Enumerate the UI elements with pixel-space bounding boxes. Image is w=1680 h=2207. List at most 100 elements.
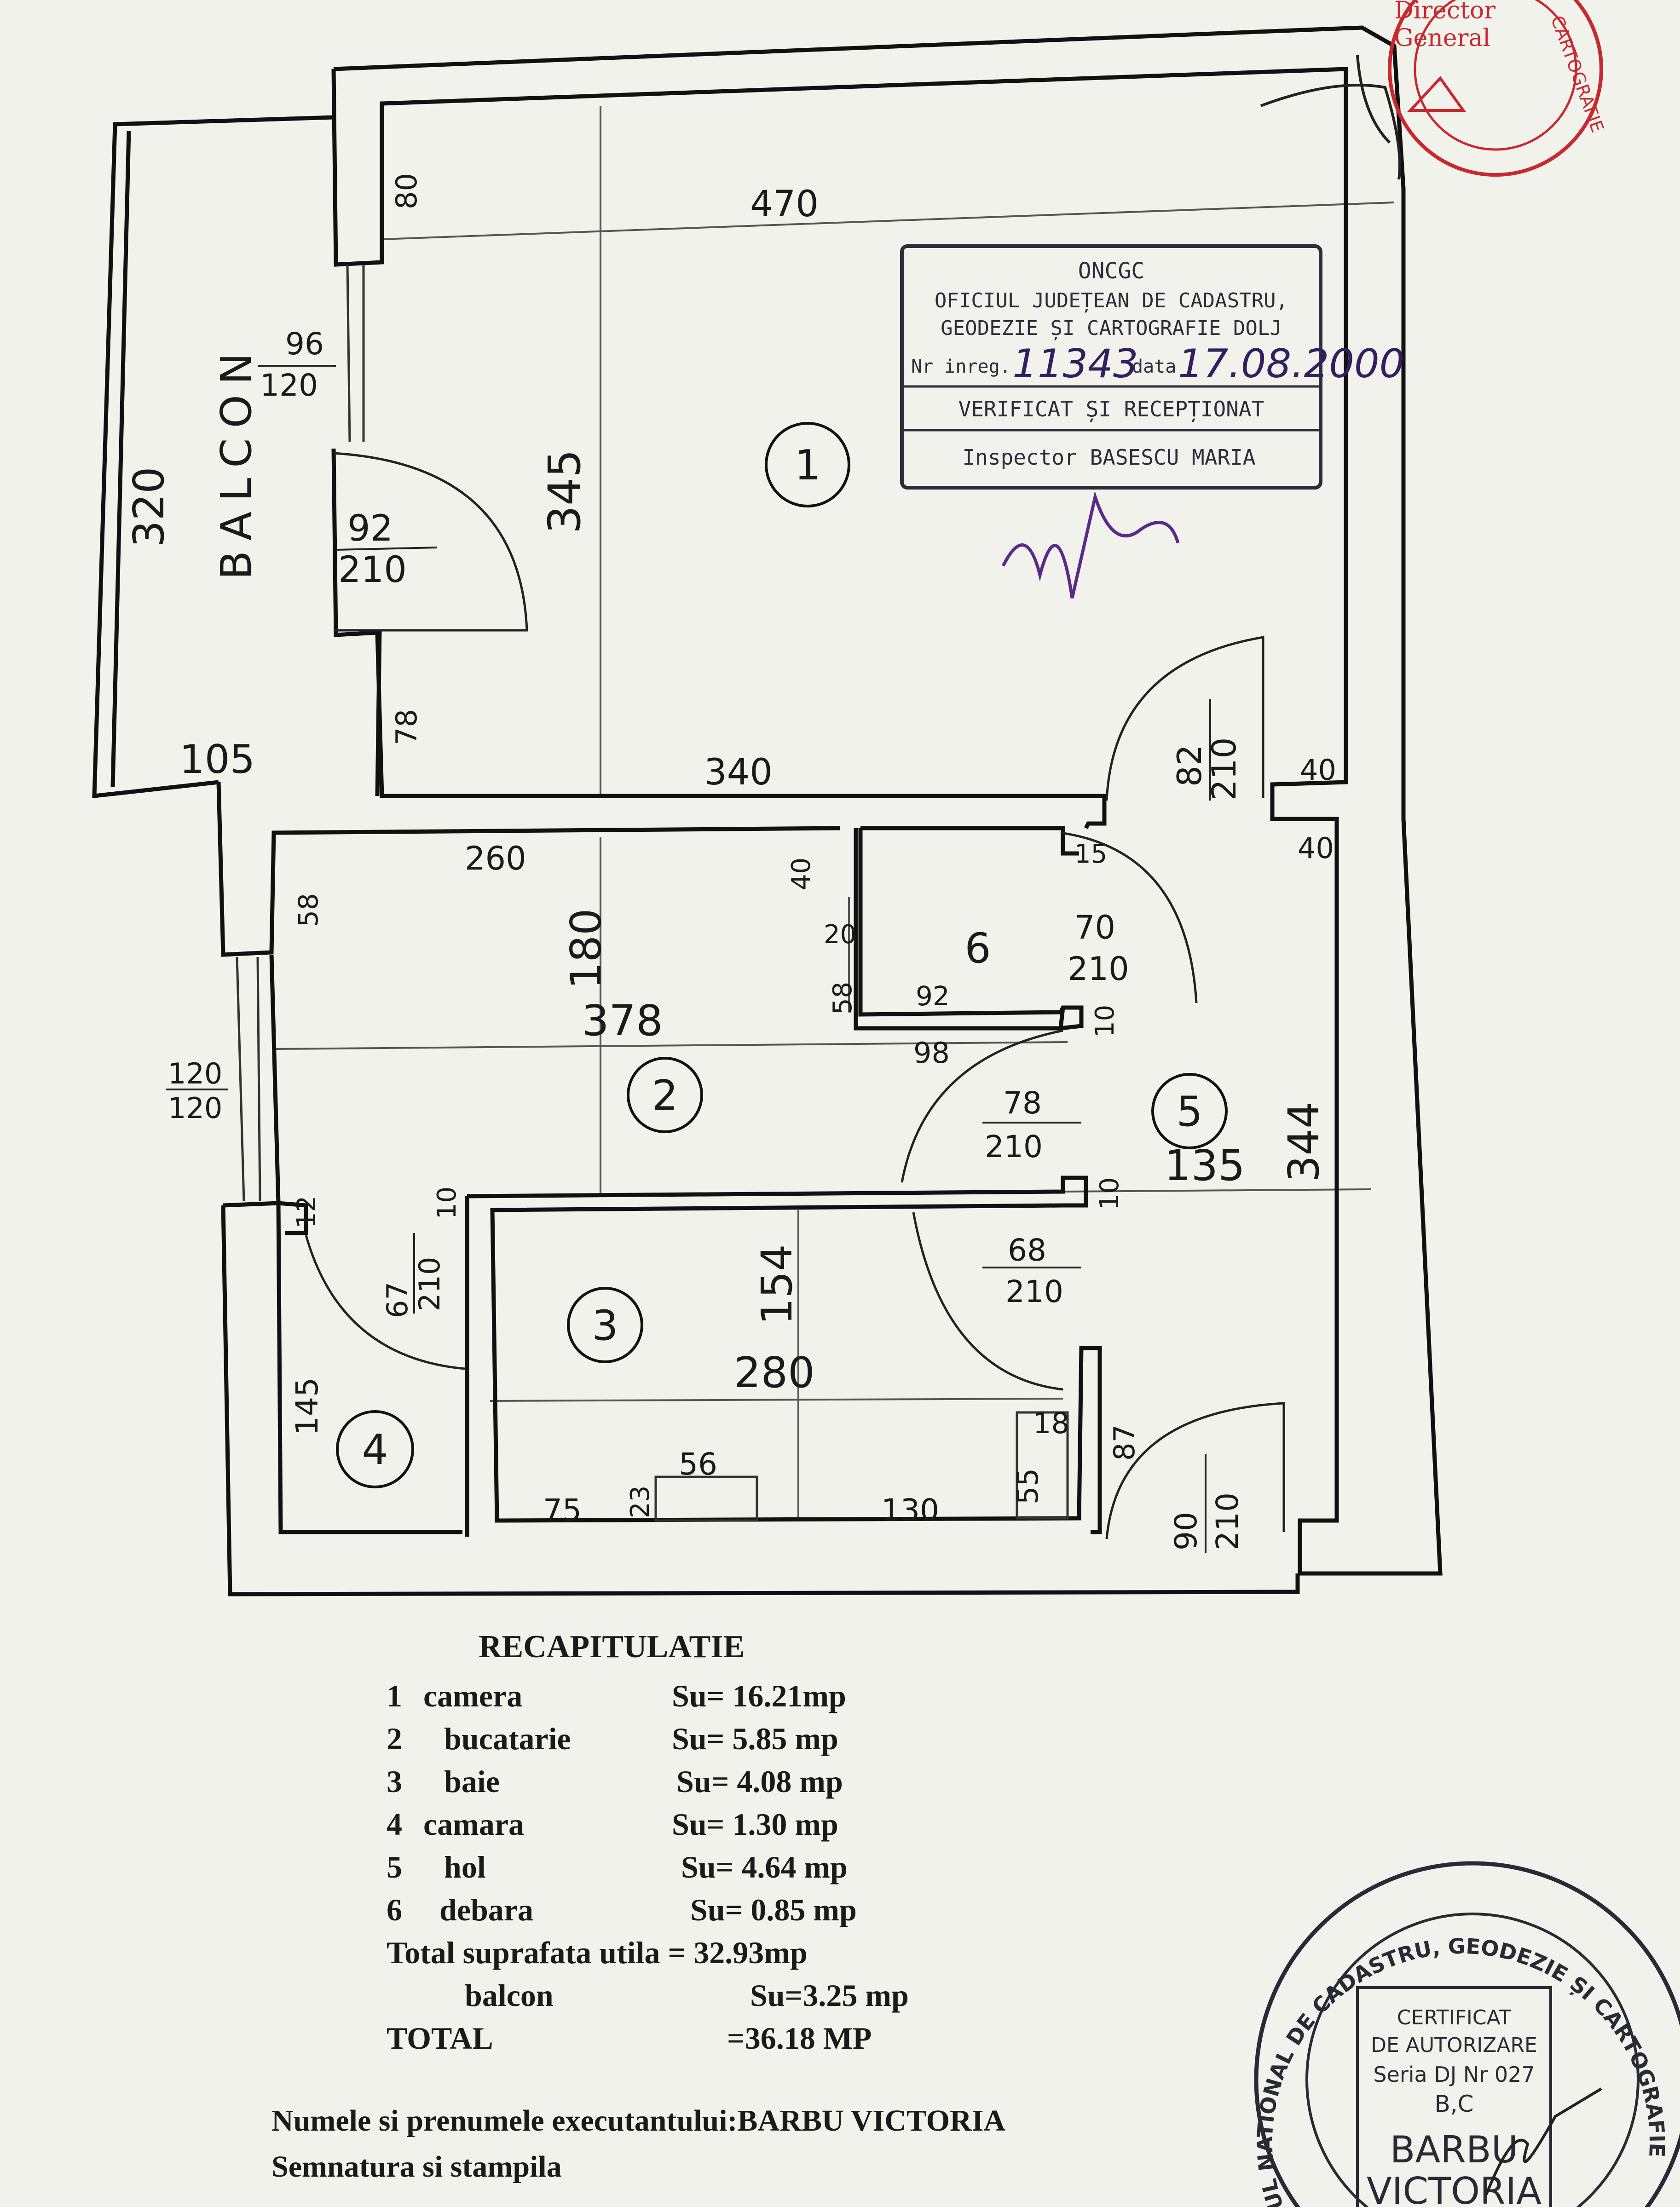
dim-210g: 210 xyxy=(1210,1492,1245,1550)
dim-78b: 78 xyxy=(1003,1085,1042,1121)
recap-balcon-row: balcon Su=3.25 mp xyxy=(387,1974,1077,2017)
dim-23: 23 xyxy=(625,1486,655,1518)
balcon-label: BALCON xyxy=(212,343,261,580)
dim-98: 98 xyxy=(913,1036,950,1070)
room-6-label: 6 xyxy=(964,924,991,973)
recap-name: camara xyxy=(423,1807,525,1842)
room-5-label: 5 xyxy=(1176,1088,1202,1136)
director-line1: Director xyxy=(1394,0,1495,24)
dim-58b: 58 xyxy=(293,893,324,927)
dim-120a: 120 xyxy=(260,368,318,403)
executant-signature xyxy=(1485,2087,1602,2195)
recap-num: 6 xyxy=(387,1892,402,1927)
dim-344: 344 xyxy=(1279,1101,1328,1182)
dim-75: 75 xyxy=(543,1492,582,1528)
dim-320: 320 xyxy=(124,467,173,547)
dim-67: 67 xyxy=(381,1282,414,1318)
dim-120b: 120 xyxy=(168,1057,222,1090)
ocpi-nr-value: 11343 xyxy=(1012,341,1138,387)
dim-154: 154 xyxy=(752,1244,802,1325)
dim-12: 12 xyxy=(292,1196,322,1228)
dim-378: 378 xyxy=(582,996,663,1045)
ocpi-date-value: 17.08.2000 xyxy=(1178,341,1404,387)
dim-210b: 210 xyxy=(1205,738,1243,801)
recap-row: 1 camera Su= 16.21mp xyxy=(387,1675,1077,1717)
auth-cert2: DE AUTORIZARE xyxy=(1371,2034,1537,2057)
director-signature xyxy=(1260,55,1401,180)
recap-name: camera xyxy=(423,1678,523,1713)
footer: Numele si prenumele executantului:BARBU … xyxy=(271,2098,1005,2190)
dim-40c: 40 xyxy=(786,858,816,890)
dim-96: 96 xyxy=(285,326,324,362)
recap-title: RECAPITULATIE xyxy=(479,1629,745,1665)
recap-row: 6 debara Su= 0.85 mp xyxy=(387,1889,1077,1931)
auth-cert1: CERTIFICAT xyxy=(1397,2006,1511,2029)
director-line2: General xyxy=(1394,24,1490,52)
dim-210a: 210 xyxy=(338,549,407,591)
recap-num: 4 xyxy=(387,1807,402,1842)
recap-balcon-area: Su=3.25 mp xyxy=(750,1978,909,2013)
auth-name1: BARBU xyxy=(1390,2128,1518,2171)
recap-area: Su= 4.64 mp xyxy=(681,1850,848,1884)
room-1-label: 1 xyxy=(794,441,820,490)
dim-210c: 210 xyxy=(1068,950,1129,988)
signature-label: Semnatura si stampila xyxy=(271,2150,562,2184)
dim-120c: 120 xyxy=(168,1091,222,1125)
dim-10b: 10 xyxy=(432,1187,462,1219)
dim-80: 80 xyxy=(390,173,423,209)
dim-70: 70 xyxy=(1074,909,1115,946)
ocpi-inspector: Inspector BASESCU MARIA xyxy=(963,445,1256,470)
dim-40a: 40 xyxy=(1300,753,1336,787)
dim-130: 130 xyxy=(881,1492,939,1528)
recap-name: bucatarie xyxy=(444,1721,571,1756)
recap-num: 3 xyxy=(387,1764,402,1799)
recap-name: debara xyxy=(439,1892,533,1927)
recap-area: Su= 5.85 mp xyxy=(672,1721,838,1756)
recap-name: hol xyxy=(444,1850,486,1884)
director-arc: CARTOGRAFIE xyxy=(1547,13,1608,135)
room-2-label: 2 xyxy=(652,1072,678,1120)
recap-total-util: Total suprafata utila = 32.93mp xyxy=(387,1935,808,1970)
dim-92b: 92 xyxy=(916,980,950,1012)
dim-180: 180 xyxy=(561,908,611,989)
recap-area: Su= 1.30 mp xyxy=(672,1807,838,1842)
dim-68: 68 xyxy=(1008,1233,1046,1268)
dim-10a: 10 xyxy=(1090,1005,1120,1037)
dim-18: 18 xyxy=(1033,1406,1069,1440)
recap-total-row: TOTAL=36.18 MP xyxy=(387,2017,1077,2060)
recap-area: Su= 16.21mp xyxy=(672,1678,846,1713)
ocpi-line1: OFICIUL JUDEȚEAN DE CADASTRU, xyxy=(935,289,1288,313)
recap-num: 1 xyxy=(387,1678,402,1713)
dim-78a: 78 xyxy=(390,709,423,745)
room-4-label: 4 xyxy=(362,1426,388,1474)
dim-40b: 40 xyxy=(1298,831,1334,865)
recap-table: RECAPITULATIE 1 camera Su= 16.21mp 2 bucata… xyxy=(387,1629,1077,2060)
director-stamp: Director General CARTOGRAFIE xyxy=(1388,0,1608,177)
auth-name2: VICTORIA xyxy=(1367,2170,1541,2207)
dim-210f: 210 xyxy=(1005,1274,1063,1309)
dim-90: 90 xyxy=(1168,1512,1204,1550)
dim-340: 340 xyxy=(704,752,773,793)
dim-92: 92 xyxy=(347,508,393,549)
dim-58a: 58 xyxy=(828,982,858,1014)
dim-87: 87 xyxy=(1108,1424,1141,1461)
recap-total-value: =36.18 MP xyxy=(727,2021,872,2056)
dim-55: 55 xyxy=(1011,1468,1045,1504)
ocpi-acronym: ONCGC xyxy=(1078,258,1145,284)
recap-area: Su= 0.85 mp xyxy=(690,1892,857,1927)
dim-135: 135 xyxy=(1164,1141,1245,1190)
inspector-signature xyxy=(1001,491,1180,599)
recap-name: baie xyxy=(444,1764,500,1799)
dim-470: 470 xyxy=(750,184,819,225)
room-3-label: 3 xyxy=(592,1302,618,1350)
recap-num: 2 xyxy=(387,1721,402,1756)
dim-280: 280 xyxy=(734,1348,815,1397)
recap-balcon-name: balcon xyxy=(465,1978,554,2013)
ocpi-stamp: ONCGC OFICIUL JUDEȚEAN DE CADASTRU, GEOD… xyxy=(900,244,1404,490)
executant-name: Numele si prenumele executantului:BARBU … xyxy=(271,2104,1006,2138)
recap-row: 4 camara Su= 1.30 mp xyxy=(387,1803,1077,1846)
dim-56: 56 xyxy=(679,1446,717,1482)
